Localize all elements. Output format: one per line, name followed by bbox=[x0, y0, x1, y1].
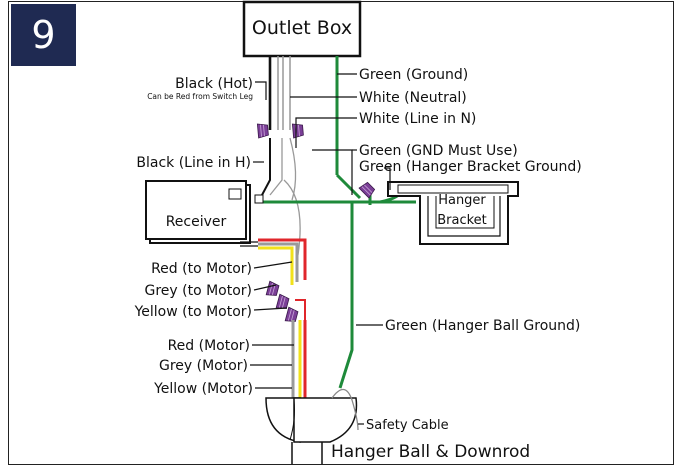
wire-nut-ground bbox=[358, 180, 377, 199]
receiver: Receiver bbox=[145, 180, 264, 244]
ground-wires bbox=[262, 173, 416, 389]
label-black-hot-note: Can be Red from Switch Leg bbox=[147, 92, 253, 101]
label-white-line-n: White (Line in N) bbox=[359, 111, 476, 127]
label-yellow-motor: Yellow (Motor) bbox=[153, 381, 253, 397]
label-yellow-to-motor: Yellow (to Motor) bbox=[134, 304, 252, 320]
hanger-ball-label: Hanger Ball & Downrod bbox=[331, 442, 530, 462]
label-black-hot: Black (Hot) bbox=[175, 76, 253, 92]
receiver-label: Receiver bbox=[166, 214, 227, 230]
label-green-gnd-must-use: Green (GND Must Use) bbox=[359, 143, 518, 159]
left-leaders bbox=[250, 81, 294, 389]
outlet-box-label: Outlet Box bbox=[252, 17, 352, 39]
receiver-motor-wires bbox=[240, 238, 307, 285]
house-wires bbox=[268, 56, 339, 175]
label-red-to-motor: Red (to Motor) bbox=[151, 261, 252, 277]
label-green-ground: Green (Ground) bbox=[359, 67, 468, 83]
label-red-motor: Red (Motor) bbox=[168, 338, 250, 354]
hanger-bracket: Hanger Bracket bbox=[387, 181, 519, 245]
outlet-box: Outlet Box bbox=[242, 0, 362, 58]
label-grey-to-motor: Grey (to Motor) bbox=[144, 283, 252, 299]
hanger-bracket-label-1: Hanger bbox=[438, 193, 486, 208]
label-green-hanger-ball-ground: Green (Hanger Ball Ground) bbox=[385, 318, 580, 334]
hanger-ball: Hanger Ball & Downrod bbox=[265, 388, 530, 464]
motor-wires bbox=[291, 299, 307, 400]
label-green-hanger-bracket-ground: Green (Hanger Bracket Ground) bbox=[359, 159, 582, 175]
wire-nuts-motor bbox=[265, 280, 299, 324]
receiver-line-wires bbox=[261, 137, 301, 256]
label-safety-cable: Safety Cable bbox=[366, 418, 449, 433]
wire-nut-black bbox=[256, 122, 269, 139]
label-white-neutral: White (Neutral) bbox=[359, 90, 467, 106]
label-black-line-h: Black (Line in H) bbox=[136, 155, 251, 171]
wire-nut-white bbox=[291, 122, 304, 139]
label-grey-motor: Grey (Motor) bbox=[159, 358, 248, 374]
step-number-badge: 9 bbox=[11, 4, 76, 66]
hanger-bracket-label-2: Bracket bbox=[437, 213, 487, 228]
right-leaders bbox=[290, 73, 391, 425]
